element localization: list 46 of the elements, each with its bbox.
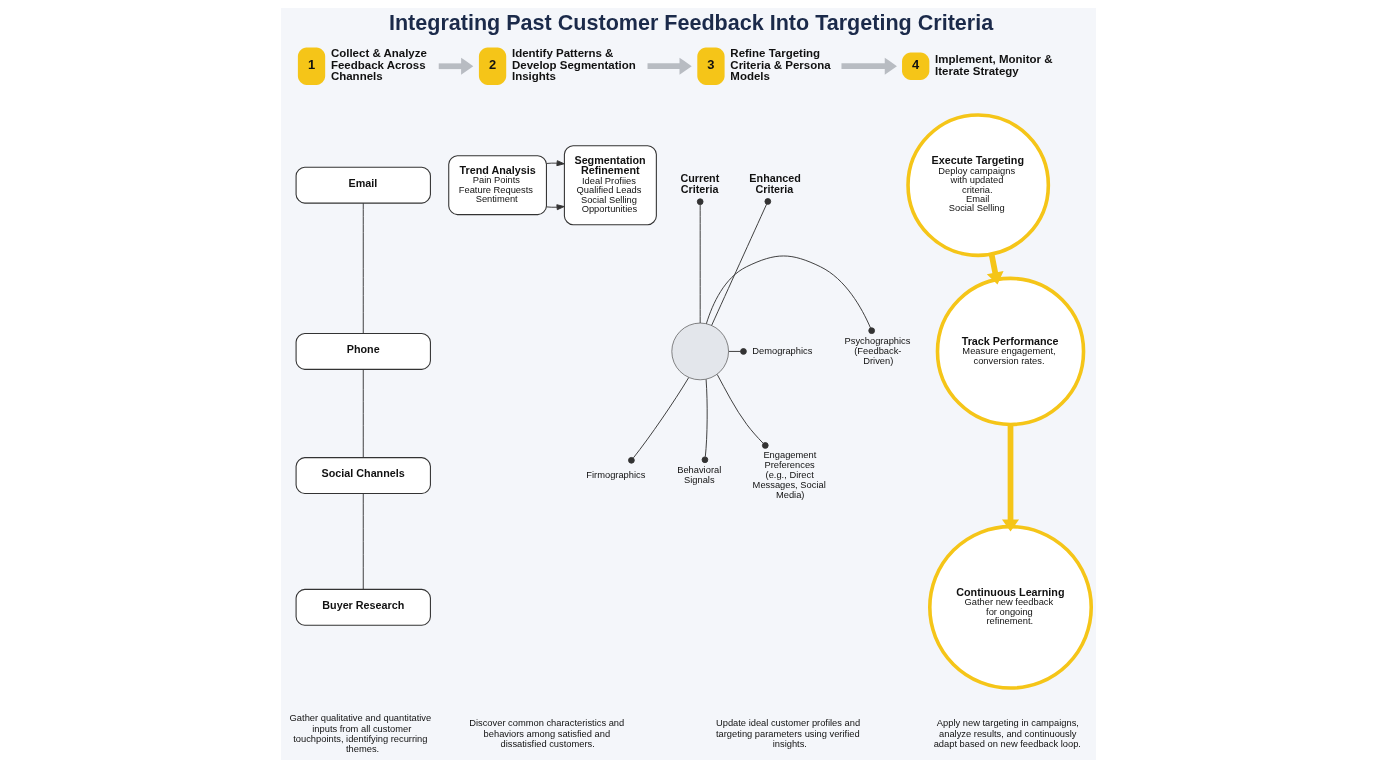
arrow <box>840 57 897 75</box>
label: Gather qualitative and quantitative inputs from all customer touchpoints, identifying recurring themes. <box>289 713 431 754</box>
label: Discover common characteristics and behaviors among satisfied and dissatisfied customers. <box>468 718 624 749</box>
node-text: Engagement Preferences (e.g., Direct Messages, Social Media) <box>752 449 826 501</box>
node-text: Psychographics (Feedback-Driven) <box>844 335 910 366</box>
node-box: Email <box>295 166 431 204</box>
node-box: Phone <box>295 332 431 370</box>
node-box: Buyer Research <box>295 588 431 626</box>
connector <box>716 374 769 449</box>
node-label: Implement, Monitor & Iterate Strategy <box>934 53 1052 77</box>
node-text: Current Criteria <box>679 172 719 196</box>
arrow <box>647 57 692 75</box>
label: Update ideal customer profiles and targeting parameters using verified insights. <box>715 718 860 749</box>
node-label: Identify Patterns & Develop Segmentation Insights <box>511 47 636 83</box>
node-circle <box>670 322 729 381</box>
label: Apply new targeting in campaigns, analyze results, and continuously adapt based on new feedback loop. <box>933 718 1081 749</box>
arrow <box>986 253 1004 285</box>
connector <box>727 348 747 355</box>
node-box: Segmentation Refinement Ideal Profiies Qualified Leads Social Selling Opportunities <box>563 145 657 226</box>
node-circle: Execute Targeting Deploy campaigns with updated criteria. Email Social Selling <box>905 113 1050 258</box>
connector <box>627 377 689 464</box>
connector <box>362 369 364 458</box>
node-box: 2 <box>478 47 506 85</box>
arrow <box>438 57 473 75</box>
node-box: Trend Analysis Pain Points Feature Requests Sentiment <box>447 155 547 216</box>
node-text: Enhanced Criteria <box>748 172 801 196</box>
node-text: Demographics <box>751 345 812 356</box>
node-circle: Track Performance Measure engagement, conversion rates. <box>935 276 1085 427</box>
connector <box>362 493 364 590</box>
node-box: 1 <box>297 47 325 85</box>
arrow <box>545 160 565 167</box>
connector <box>696 198 703 324</box>
connector <box>710 198 771 326</box>
node-circle: Continuous Learning Gather new feedback for ongoing refinement. <box>927 524 1093 690</box>
node-box: 3 <box>696 47 725 85</box>
node-text: Firmographics <box>585 470 645 481</box>
arrow <box>1001 424 1019 532</box>
node-label: Refine Targeting Criteria & Persona Models <box>729 47 831 83</box>
connector <box>362 202 364 334</box>
diagram-title: Integrating Past Customer Feedback Into Targeting Criteria <box>388 10 993 36</box>
node-text: Behavioral Signals <box>676 464 721 486</box>
connector <box>705 255 875 334</box>
node-label: Collect & Analyze Feedback Across Channels <box>330 47 427 83</box>
node-box: Social Channels <box>295 457 431 495</box>
arrow <box>545 204 565 211</box>
connector <box>701 378 708 464</box>
